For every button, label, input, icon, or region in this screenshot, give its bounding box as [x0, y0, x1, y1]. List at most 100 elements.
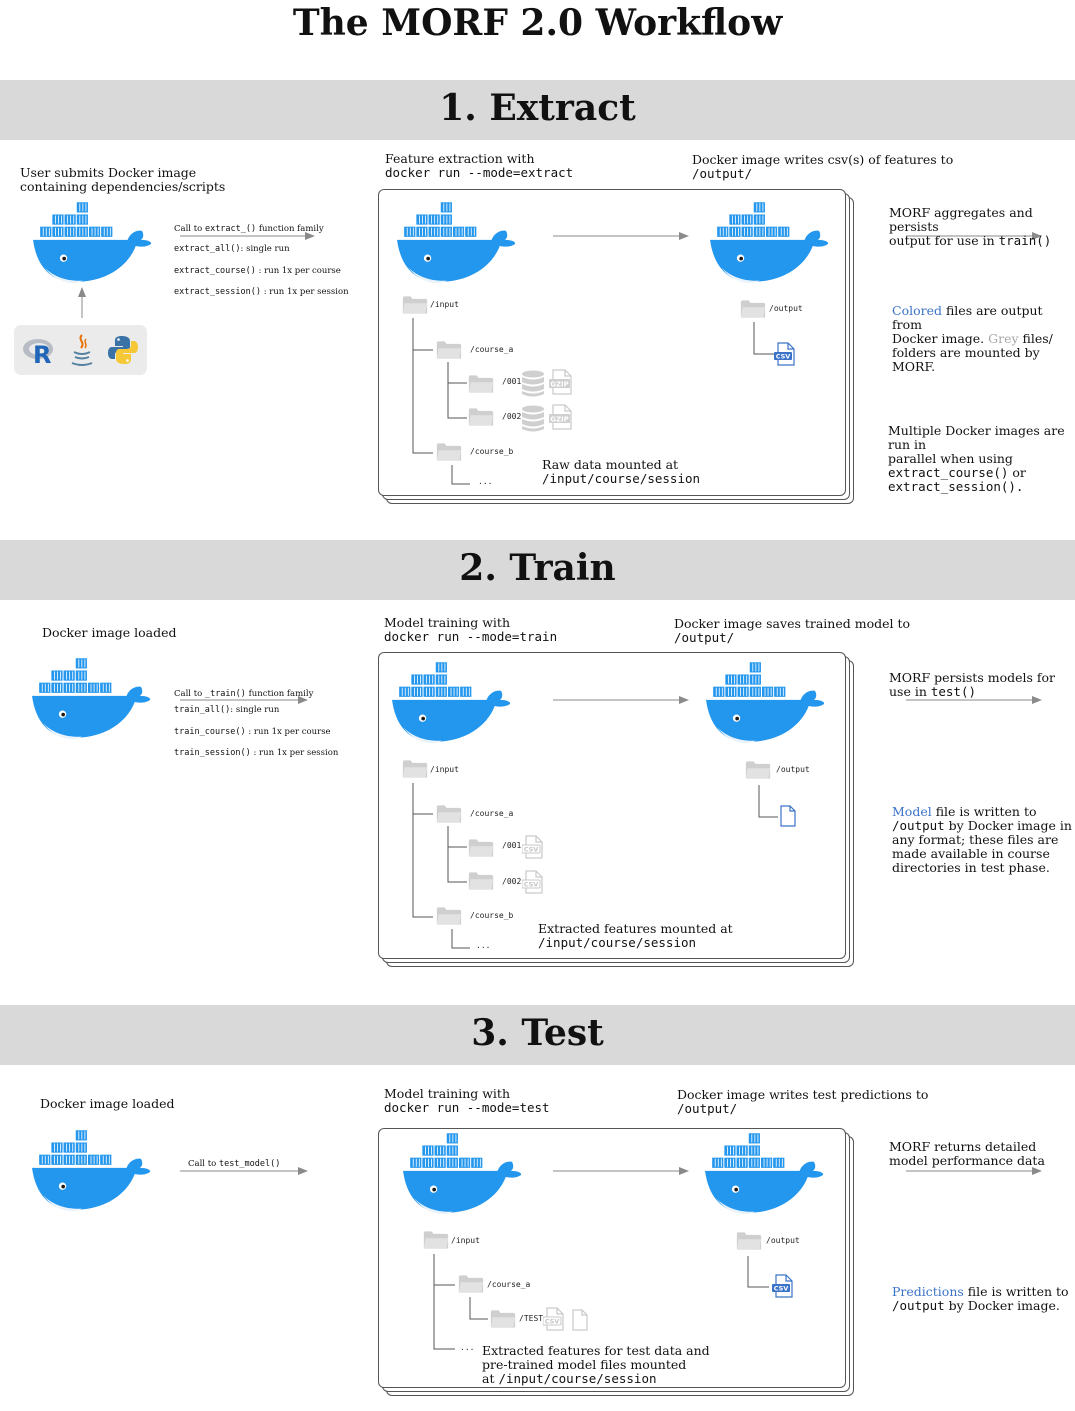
label-002: /002	[502, 412, 522, 421]
side-text: MORF aggregates and persists output for …	[889, 205, 1033, 248]
extract-side-caption: MORF aggregates and persists output for …	[889, 206, 1075, 248]
call-prefix: Call to	[174, 224, 205, 234]
extract-left-caption: User submits Docker image containing dep…	[20, 165, 226, 194]
python-logo-icon	[108, 336, 138, 364]
r-logo-icon: R	[23, 339, 53, 369]
note-text: file is written to	[931, 804, 1037, 819]
call-suffix: function family	[256, 224, 324, 234]
extract-call-item: extract_course() : run 1x per course	[174, 266, 341, 277]
label-course-a: /course_a	[470, 345, 514, 354]
section-heading-test: 3. Test	[0, 1005, 1075, 1065]
caption-code: /output/	[692, 166, 753, 181]
train-call-item: train_course() : run 1x per course	[174, 727, 331, 738]
caption-code: /output/	[674, 630, 735, 645]
note-code: /input/course/session	[498, 1371, 657, 1386]
language-logos-box: R	[14, 325, 147, 375]
extract-panel-note: Raw data mounted at/input/course/session	[542, 458, 700, 486]
call-desc: : run 1x per session	[261, 287, 349, 297]
note-text: Raw data mounted at	[542, 457, 679, 472]
train-call-item: train_session() : run 1x per session	[174, 748, 338, 759]
note-code: /output	[892, 818, 945, 833]
section-heading-extract: 1. Extract	[0, 80, 1075, 140]
call-code: extract_all()	[174, 244, 241, 254]
extract-call-item: extract_all(): single run	[174, 244, 290, 255]
call-desc: : run 1x per session	[250, 748, 339, 758]
test-call-line: Call to test_model()	[188, 1159, 280, 1170]
caption-text: Docker image saves trained model to	[674, 616, 911, 631]
csv-file-icon	[543, 1307, 564, 1331]
call-suffix: function family	[245, 689, 314, 699]
label-002: /002	[502, 877, 522, 886]
file-icon	[572, 1309, 588, 1331]
note-text: or	[1008, 465, 1026, 480]
call-prefix: Call to	[188, 1159, 219, 1169]
colored-word: Model	[892, 804, 932, 819]
note-text: file is written to	[963, 1284, 1069, 1299]
note-code: extract_session().	[888, 479, 1024, 494]
call-code: test_model()	[218, 1159, 281, 1169]
caption-code: docker run --mode=test	[384, 1100, 550, 1115]
test-side-caption: MORF returns detailed model performance …	[889, 1139, 1045, 1168]
folder-icon	[490, 1310, 516, 1328]
label-test: /TEST	[519, 1314, 544, 1323]
label-dots: ...	[460, 1343, 475, 1352]
test-panel-note: Extracted features for test data and pre…	[482, 1344, 710, 1386]
call-desc: : single run	[230, 705, 280, 715]
label-output: /output	[766, 1236, 800, 1245]
note-code: /output	[892, 1298, 945, 1313]
train-side-caption: MORF persists models for use in test()	[889, 671, 1055, 699]
note-code: /input/course/session	[542, 471, 701, 486]
label-input: /input	[430, 765, 459, 774]
caption-code: docker run --mode=extract	[385, 165, 574, 180]
train-left-caption: Docker image loaded	[42, 625, 177, 640]
side-code: test()	[930, 684, 977, 699]
call-desc: : run 1x per course	[245, 727, 331, 737]
page-title: The MORF 2.0 Workflow	[292, 2, 783, 44]
note-text: files/ folders are mounted by MORF.	[892, 331, 1053, 374]
extract-color-note: Colored files are output from Docker ima…	[892, 304, 1075, 374]
csv-file-icon	[772, 1274, 793, 1298]
call-code: train_course()	[174, 727, 246, 737]
call-code: train_all()	[174, 705, 231, 715]
call-prefix: Call to	[174, 689, 205, 699]
caption-text: Feature extraction with	[385, 151, 535, 166]
extract-parallel-note: Multiple Docker images are run in parall…	[888, 424, 1075, 494]
folder-icon	[736, 1232, 762, 1250]
colored-word: Colored	[892, 303, 942, 318]
label-dots: ...	[478, 477, 493, 486]
extract-right-caption: Docker image writes csv(s) of features t…	[692, 153, 953, 181]
call-code: _train()	[204, 689, 246, 699]
note-code: /input/course/session	[538, 935, 697, 950]
label-course-a: /course_a	[487, 1280, 531, 1289]
call-desc: : run 1x per course	[255, 266, 341, 276]
label-input: /input	[451, 1236, 480, 1245]
label-course-b: /course_b	[470, 447, 514, 456]
train-right-caption: Docker image saves trained model to/outp…	[674, 617, 910, 645]
caption-code: docker run --mode=train	[384, 629, 558, 644]
grey-word: Grey	[988, 331, 1019, 346]
label-output: /output	[769, 304, 803, 313]
train-call-item: train_all(): single run	[174, 705, 279, 716]
label-001: /001	[502, 377, 522, 386]
note-text: by Docker image in any format; these fil…	[892, 818, 1072, 875]
side-code: train()	[998, 233, 1052, 248]
label-course-b: /course_b	[470, 911, 514, 920]
caption-text: Docker image writes csv(s) of features t…	[692, 152, 954, 167]
caption-text: Docker image writes test predictions to	[677, 1087, 929, 1102]
label-dots: ...	[476, 941, 491, 950]
note-text: Multiple Docker images are run in parall…	[888, 423, 1065, 466]
test-left-caption: Docker image loaded	[40, 1096, 175, 1111]
call-code: extract_session()	[174, 287, 261, 297]
caption-text: Model training with	[384, 615, 510, 630]
call-code: train_session()	[174, 748, 251, 758]
label-001: /001	[502, 841, 522, 850]
label-course-a: /course_a	[470, 809, 514, 818]
call-desc: : single run	[240, 244, 290, 254]
